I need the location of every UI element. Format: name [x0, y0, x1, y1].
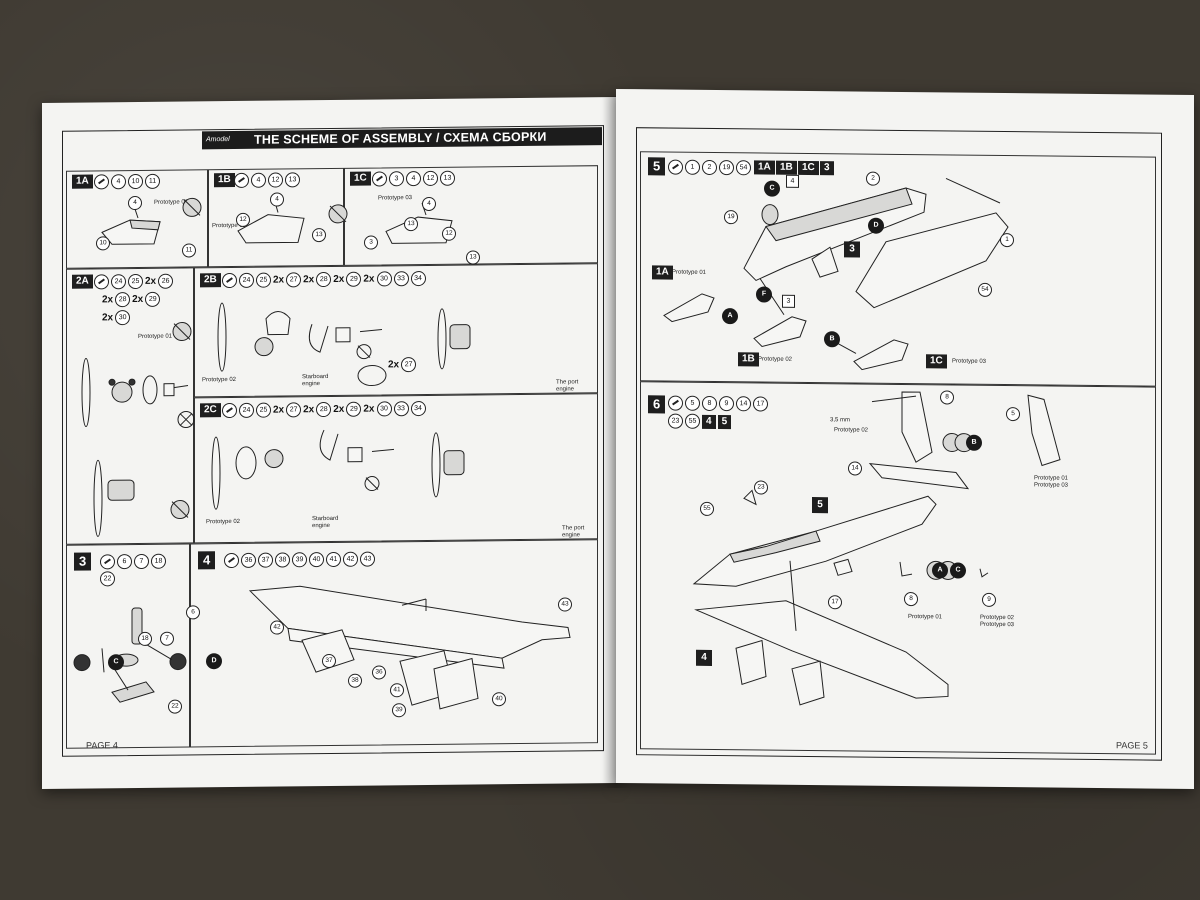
page-number-right: PAGE 5: [1116, 740, 1148, 751]
sub-assembly-marker: 4: [696, 649, 712, 666]
assembly-marker: C: [108, 654, 124, 671]
step-2-drawings: [81, 302, 471, 537]
callout-part: 38: [348, 673, 362, 688]
callout-part: 55: [700, 501, 714, 516]
callout-part: 36: [372, 665, 386, 680]
callout-part: 18: [138, 631, 152, 647]
callout-part: 41: [390, 683, 404, 698]
callout-part: 6: [186, 605, 200, 620]
sub-assembly-marker: 5: [812, 497, 828, 514]
step-6-drawings: [692, 391, 1061, 706]
callout-part: 9: [982, 592, 996, 607]
callout-part: 5: [1006, 407, 1020, 422]
step-3-4-drawings: [73, 585, 571, 710]
callout-part: 8: [940, 390, 954, 405]
callout-part: 40: [492, 692, 506, 707]
callout-part: 8: [904, 591, 918, 607]
assembly-marker: A: [932, 562, 948, 579]
callout-part: 14: [848, 461, 862, 476]
callout-part: 17: [828, 595, 842, 610]
callout-part: 42: [270, 620, 284, 635]
callout-part: 7: [160, 631, 174, 646]
callout-part: 23: [754, 480, 768, 495]
callout-part: 22: [168, 699, 182, 714]
page-number-left: PAGE 4: [86, 740, 118, 751]
page-left: THE SCHEME OF ASSEMBLY / СХЕМА СБОРКИ Am…: [42, 96, 616, 790]
step-5-drawings: [663, 177, 1009, 371]
assembly-marker: D: [206, 653, 222, 670]
callout-part: 43: [558, 597, 572, 612]
callout-part: 39: [392, 703, 406, 718]
assembly-marker: B: [966, 434, 982, 451]
callout-part: 37: [322, 653, 336, 669]
page-right: 5 1 2 19 54 1A 1B 1C 3 2 19 1 54 4 3 3 C…: [616, 88, 1194, 790]
assembly-marker: C: [950, 562, 966, 579]
